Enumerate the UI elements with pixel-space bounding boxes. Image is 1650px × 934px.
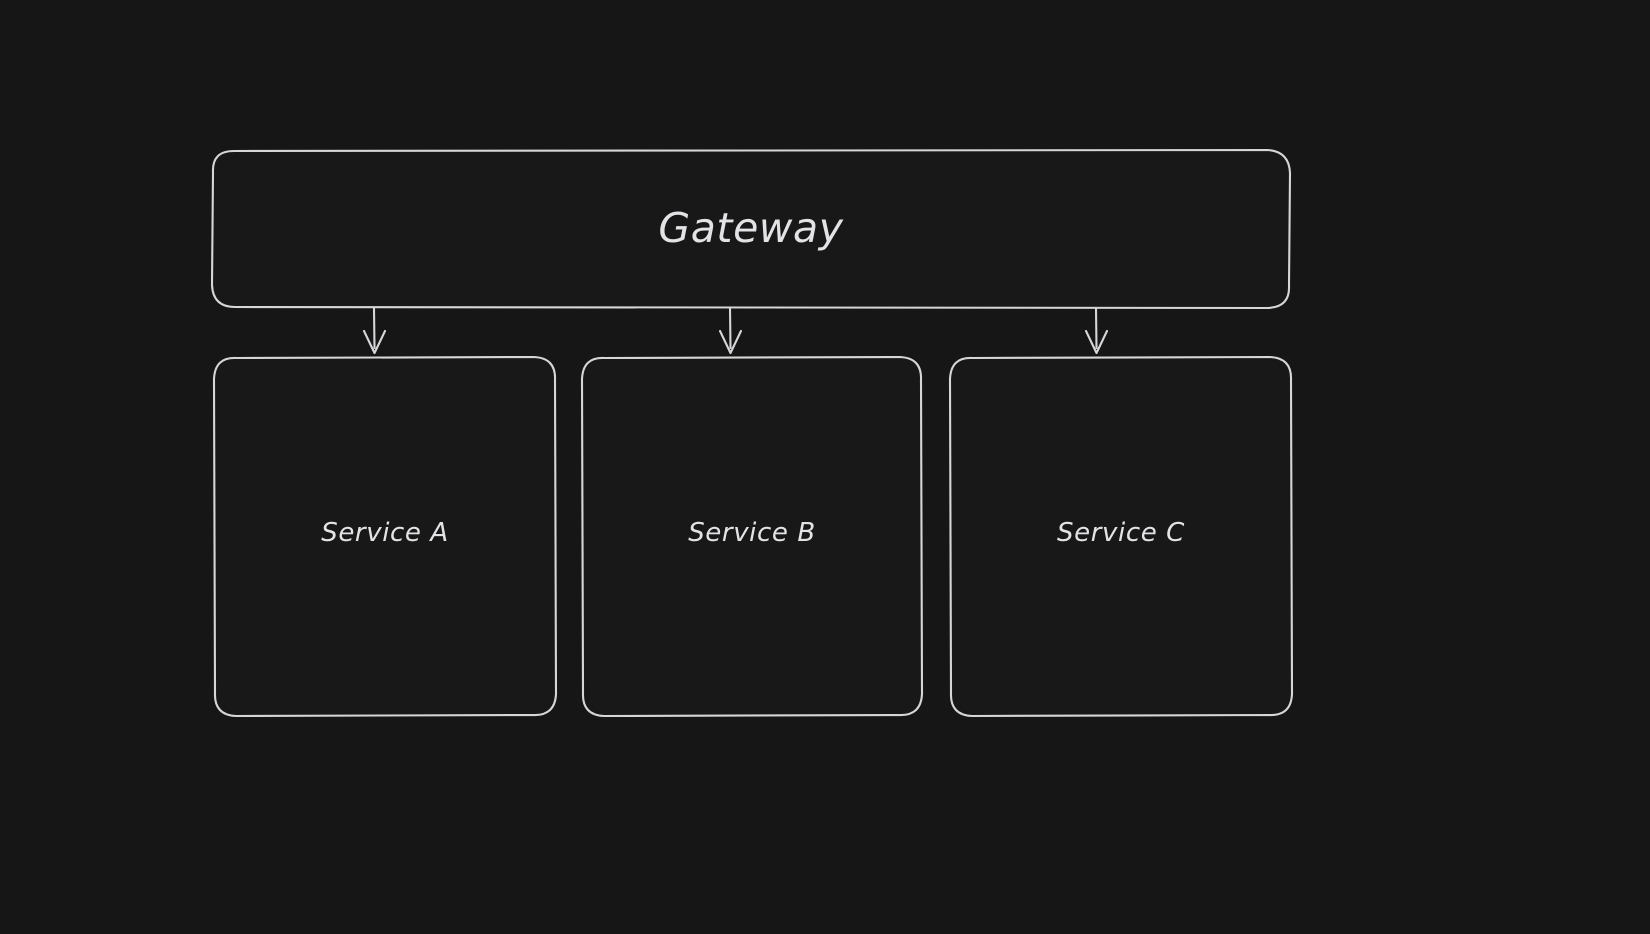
node-service-b[interactable]	[580, 355, 924, 718]
edge-gateway-to-service-a	[362, 306, 387, 355]
node-service-c[interactable]	[948, 355, 1294, 718]
node-service-c-outline	[948, 355, 1294, 718]
node-service-a[interactable]	[212, 355, 558, 718]
node-gateway-outline	[210, 148, 1292, 310]
edge-gateway-to-service-b-arrowhead	[718, 329, 743, 355]
edge-gateway-to-service-a-arrowhead	[362, 329, 387, 355]
node-service-c-label: Service C	[1057, 518, 1185, 548]
edge-gateway-to-service-b	[718, 306, 743, 355]
node-service-a-label: Service A	[321, 518, 449, 548]
node-service-b-label: Service B	[688, 518, 816, 548]
node-service-a-outline	[212, 355, 558, 718]
edge-gateway-to-service-c-arrowhead	[1084, 329, 1109, 355]
node-gateway-label: Gateway	[658, 204, 844, 252]
edge-gateway-to-service-c-line	[1094, 306, 1098, 350]
edge-gateway-to-service-b-line	[728, 306, 732, 350]
edge-gateway-to-service-a-line	[372, 306, 376, 350]
node-gateway[interactable]	[210, 148, 1292, 310]
edge-gateway-to-service-c	[1084, 306, 1109, 355]
node-service-b-outline	[580, 355, 924, 718]
